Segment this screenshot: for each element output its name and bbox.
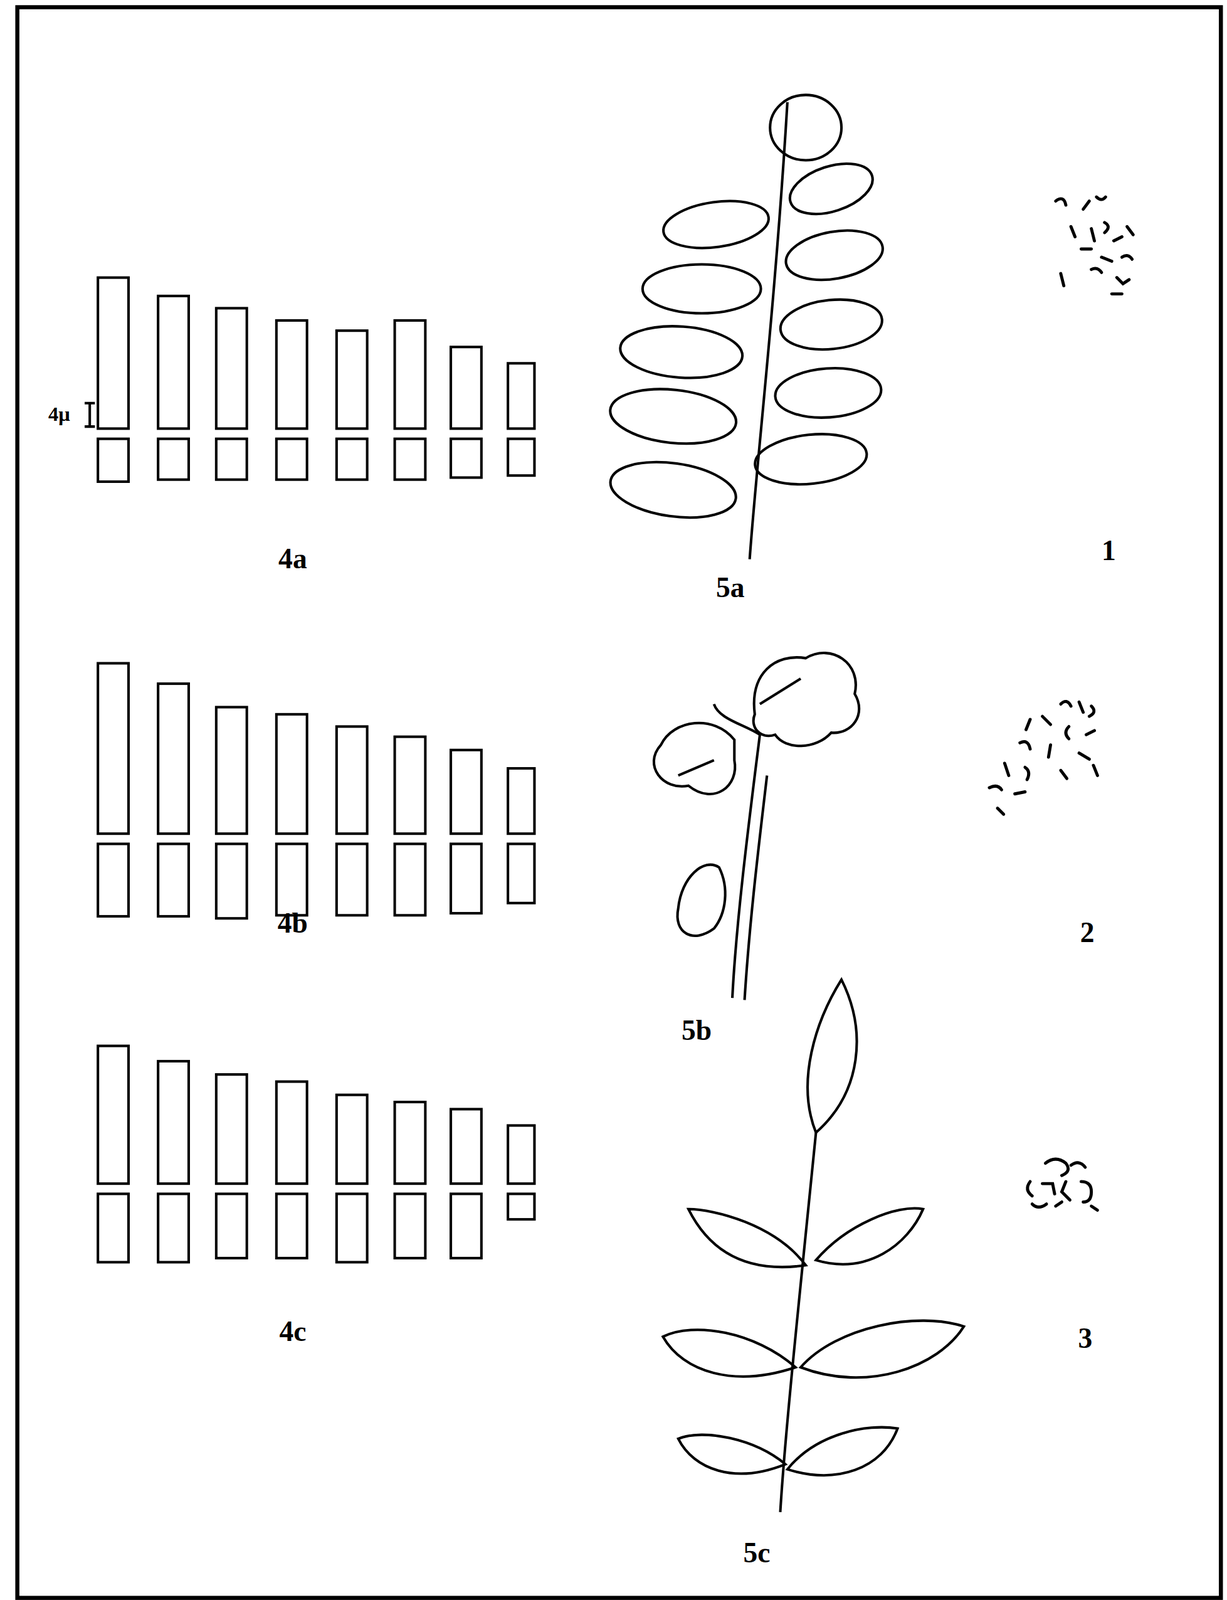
chromosome-long-arm <box>97 663 129 834</box>
chromosome-short-arm <box>507 843 535 903</box>
chromosome-short-arm <box>507 1193 535 1219</box>
chromosome-short-arm <box>276 1193 308 1258</box>
scale-label: 4μ <box>48 403 71 425</box>
chromosome-long-arm <box>507 1124 535 1184</box>
chromosome-spread <box>989 196 1133 1210</box>
chromosome-short-arm <box>276 438 308 480</box>
figure-label: 5c <box>743 1537 771 1567</box>
figure-label: 4c <box>279 1316 306 1346</box>
chromosome-long-arm <box>450 749 482 834</box>
chromosome-long-arm <box>216 706 248 834</box>
figure-label: 2 <box>1080 917 1095 947</box>
chromosome-short-arm <box>97 843 129 917</box>
chromosome-short-arm <box>394 843 426 915</box>
chromosome-long-arm <box>157 295 189 429</box>
chromosome-long-arm <box>97 1045 129 1184</box>
chromosome-short-arm <box>336 438 368 480</box>
chromosome-short-arm <box>394 438 426 480</box>
chromosome-short-arm <box>157 438 189 480</box>
figure-label: 3 <box>1077 1324 1093 1354</box>
chromosome-short-arm <box>507 438 535 476</box>
chromosome-long-arm <box>507 768 535 834</box>
chromosome-long-arm <box>336 726 368 834</box>
chromosome-short-arm <box>216 1193 248 1258</box>
figure-label: 5a <box>716 573 745 602</box>
chromosome-short-arm <box>97 1193 129 1262</box>
chromosome-long-arm <box>394 736 426 834</box>
chromosome-long-arm <box>157 1060 189 1184</box>
figure-border <box>17 7 1222 1598</box>
chromosome-short-arm <box>157 843 189 917</box>
figure-label: 4b <box>277 908 308 938</box>
chromosome-long-arm <box>507 363 535 429</box>
chromosome-long-arm <box>276 714 308 834</box>
chromosome-long-arm <box>157 683 189 834</box>
chromosome-short-arm <box>276 843 308 915</box>
chromosome-short-arm <box>216 843 248 918</box>
chromosome-long-arm <box>276 320 308 429</box>
chromosome-long-arm <box>276 1080 308 1184</box>
chromosome-short-arm <box>394 1193 426 1258</box>
figure-label: 5b <box>681 1015 712 1045</box>
chromosome-long-arm <box>97 277 129 429</box>
chromosome-short-arm <box>336 1193 368 1262</box>
chromosome-long-arm <box>336 330 368 429</box>
chromosome-short-arm <box>97 438 129 482</box>
scale-bar <box>84 403 95 427</box>
chromosome-short-arm <box>216 438 248 480</box>
chromosome-short-arm <box>157 1193 189 1262</box>
leaf-drawing <box>606 94 964 1512</box>
chromosome-short-arm <box>450 438 482 478</box>
figure-label: 4a <box>278 544 308 574</box>
chromosome-long-arm <box>394 320 426 429</box>
chromosome-long-arm <box>216 1074 248 1184</box>
chromosome-long-arm <box>336 1094 368 1184</box>
chromosome-long-arm <box>450 1108 482 1184</box>
chromosome-short-arm <box>450 843 482 913</box>
karyotype-ideograms <box>97 277 535 1263</box>
chromosome-short-arm <box>450 1193 482 1258</box>
chromosome-long-arm <box>216 307 248 429</box>
chromosome-short-arm <box>336 843 368 915</box>
chromosome-long-arm <box>394 1101 426 1184</box>
figure-label: 1 <box>1101 536 1117 566</box>
chromosome-long-arm <box>450 346 482 429</box>
